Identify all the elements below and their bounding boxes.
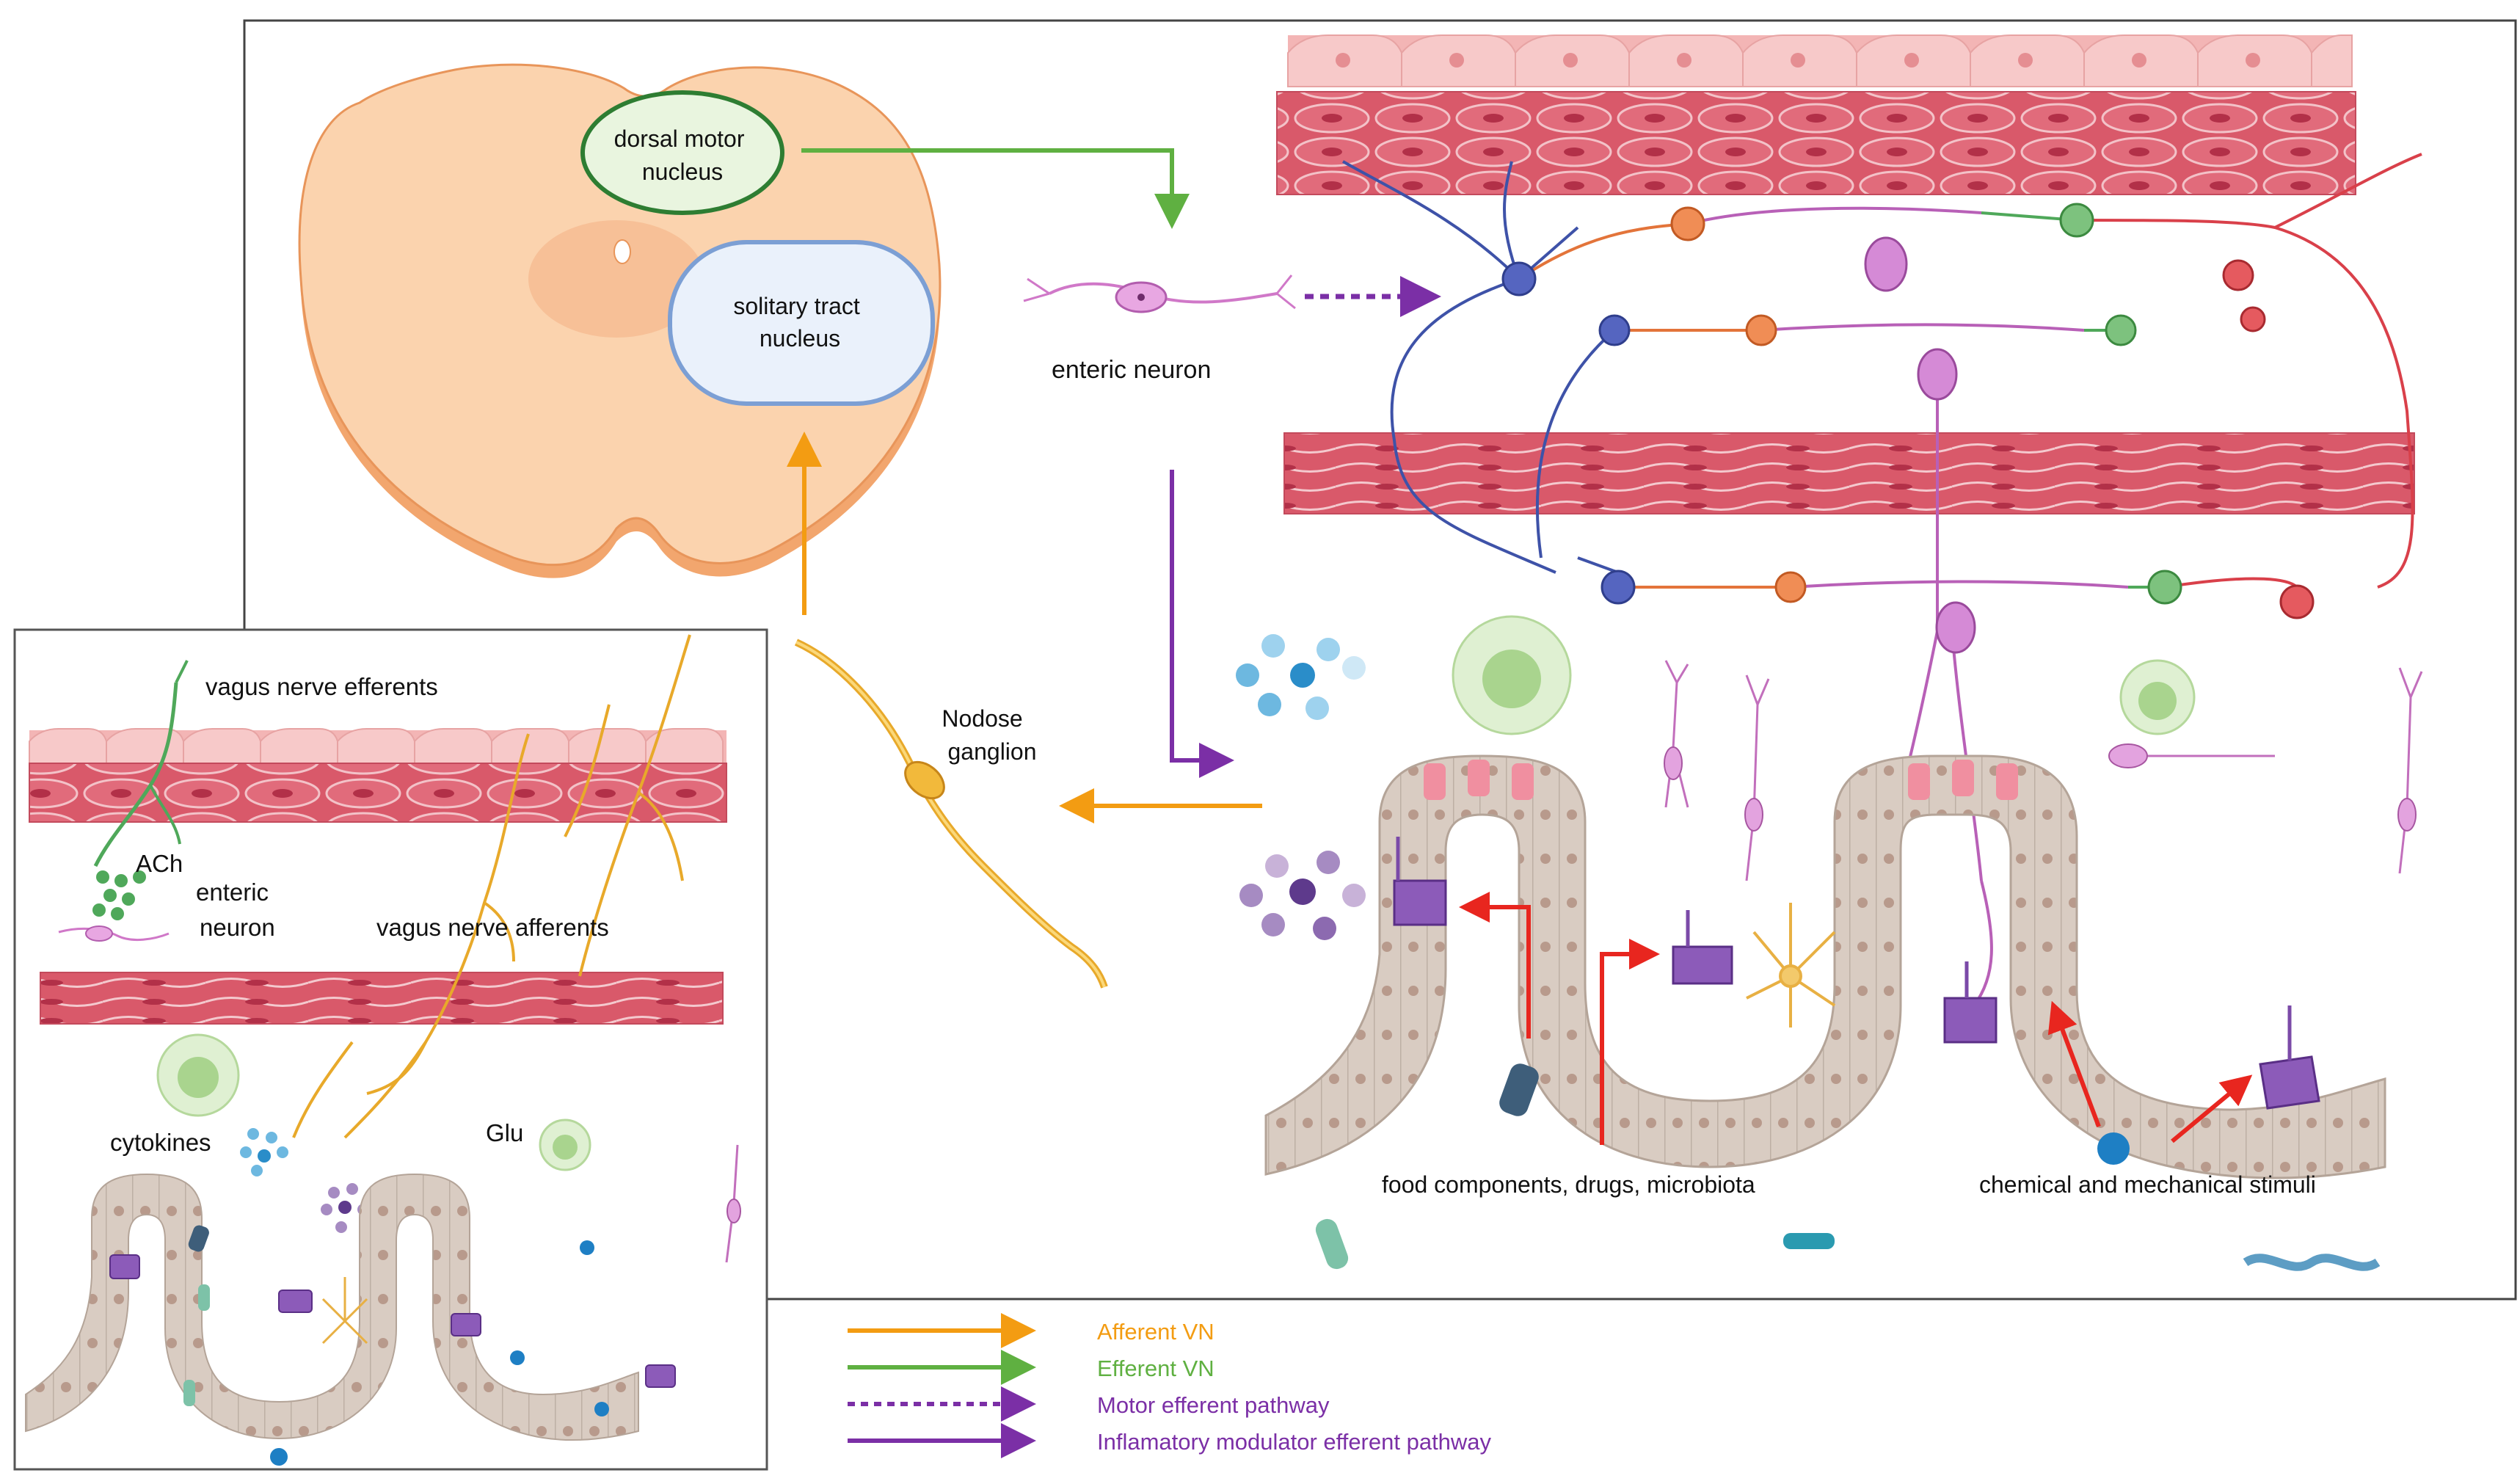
legend-item-efferent: Efferent VN <box>848 1350 1215 1385</box>
immune-cell <box>1452 615 2196 735</box>
ach-molecules <box>92 870 146 920</box>
enteric-neuron-label: enteric neuron <box>1052 356 1211 384</box>
cytokine-molecules-blue <box>1236 634 1366 720</box>
villus-neurons <box>1664 660 2423 881</box>
stimulus-sphere <box>2097 1132 2130 1165</box>
inset-glu-label: Glu <box>486 1119 523 1146</box>
brainstem-section: dorsal motor nucleus solitary tract nucl… <box>298 63 942 578</box>
nodose-ganglion <box>794 639 1108 989</box>
dorsal-motor-nucleus-label-2: nucleus <box>642 159 723 185</box>
legend-label-efferent: Efferent VN <box>1097 1356 1215 1381</box>
food-components-label: food components, drugs, microbiota <box>1382 1171 1755 1198</box>
svg-text:dorsal motor nucleus: dorsal motor nucleus <box>614 126 751 185</box>
nodose-ganglion-label-2: ganglion <box>948 738 1037 765</box>
svg-text:Nodose ganglion: Nodose ganglion <box>942 705 1036 765</box>
villi-main <box>1264 754 2386 1179</box>
efferent-arrow <box>801 148 1190 229</box>
legend-item-motor: Motor efferent pathway <box>848 1386 1330 1422</box>
inset-enteric-neuron-label-2: neuron <box>200 914 275 941</box>
dorsal-motor-nucleus-label-1: dorsal motor <box>614 126 745 152</box>
central-canal <box>613 239 631 264</box>
inset-ach-label: ACh <box>136 850 183 877</box>
dorsal-motor-nucleus <box>580 90 784 215</box>
gut-wall-layers <box>1276 34 2415 514</box>
inflammatory-efferent-arrow <box>1170 470 1234 778</box>
legend: Afferent VN Efferent VN Motor efferent p… <box>848 1313 1492 1458</box>
svg-text:enteric neuron: enteric neuron <box>196 879 275 941</box>
legend-label-afferent: Afferent VN <box>1097 1319 1215 1345</box>
legend-label-inflammatory: Inflamatory modulator efferent pathway <box>1097 1429 1492 1455</box>
legend-item-inflammatory: Inflamatory modulator efferent pathway <box>848 1423 1492 1458</box>
inset-vagus-efferents-label: vagus nerve efferents <box>205 673 438 700</box>
legend-item-afferent: Afferent VN <box>848 1313 1215 1348</box>
glial-cell <box>1746 903 1836 1027</box>
svg-text:solitary tract nucleus: solitary tract nucleus <box>733 293 866 352</box>
inset-vagus-afferents-label: vagus nerve afferents <box>376 914 609 941</box>
solitary-tract-nucleus-label-1: solitary tract <box>733 293 860 319</box>
solitary-tract-nucleus <box>668 240 935 406</box>
enteric-neuron-cell <box>1023 274 1296 313</box>
solitary-tract-nucleus-label-2: nucleus <box>760 325 840 352</box>
mediator-molecules-purple <box>1239 851 1366 940</box>
chemical-mechanical-label: chemical and mechanical stimuli <box>1979 1171 2316 1198</box>
inset-enteric-neuron-label-1: enteric <box>196 879 269 906</box>
stimulus-arrows <box>1459 892 2253 1145</box>
inset-cytokines-label: cytokines <box>110 1129 211 1156</box>
inset-panel <box>13 628 768 1471</box>
nodose-ganglion-label-1: Nodose <box>942 705 1022 732</box>
bacteria <box>1315 1063 2381 1271</box>
legend-label-motor: Motor efferent pathway <box>1097 1392 1330 1418</box>
enteric-neuron-somas <box>1501 203 2315 654</box>
